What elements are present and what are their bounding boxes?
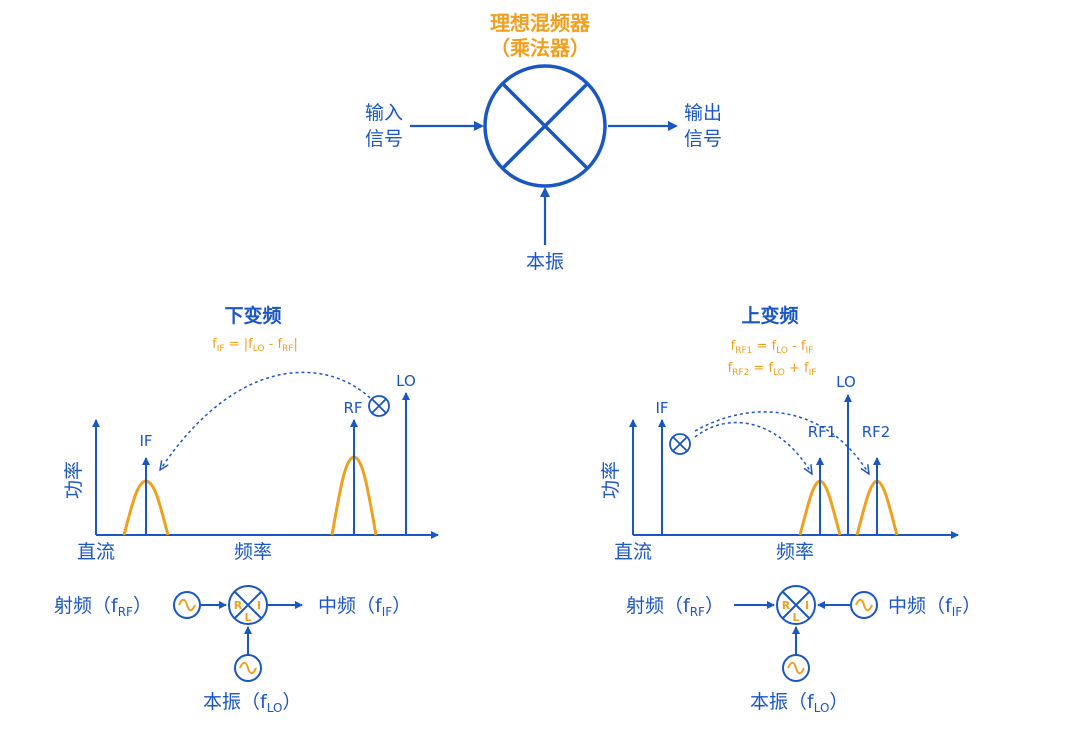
mixer-subtitle: （乘法器） (490, 36, 590, 60)
up-port-i: I (805, 599, 809, 612)
down-heading: 下变频 (224, 304, 281, 327)
down-if-port-label: 中频（fIF） (318, 595, 411, 619)
up-heading: 上变频 (741, 304, 798, 327)
multiplier-symbol (483, 64, 607, 188)
output-label-line2: 信号 (684, 128, 722, 150)
up-y-label: 功率 (600, 461, 622, 499)
up-shift-arrow-rf1 (694, 421, 812, 474)
down-rf-source-icon (173, 591, 201, 619)
down-y-label: 功率 (63, 461, 85, 499)
up-lo-source-icon (782, 654, 810, 682)
down-if-label: IF (139, 432, 152, 450)
up-port-r: R (782, 599, 791, 612)
mixer-title: 理想混频器 (490, 11, 591, 35)
down-port-l: L (244, 611, 251, 624)
down-x-label: 频率 (234, 541, 272, 563)
up-if-source-icon (850, 591, 878, 619)
down-port-i: I (257, 599, 261, 612)
down-lo-label: LO (396, 372, 416, 390)
down-shift-arrow (160, 371, 371, 470)
down-x-left-label: 直流 (77, 541, 115, 563)
up-x-left-label: 直流 (614, 541, 652, 563)
up-mixer-mini-icon (669, 433, 691, 455)
up-lo-label: LO (836, 373, 856, 391)
up-rf1-label: RF1 (808, 423, 837, 441)
down-mixer-mini-icon (368, 395, 390, 417)
up-block-diagram: R I L 射频（fRF） 中频（fIF） 本振（fLO） (626, 585, 981, 715)
up-rf2-label: RF2 (862, 423, 891, 441)
up-rf-port-label: 射频（fRF） (626, 595, 724, 619)
lo-label: 本振 (526, 251, 564, 273)
up-x-label: 频率 (776, 541, 814, 563)
up-conversion-section: 上变频 fRF1 = fLO - fIF fRF2 = fLO + fIF 功率… (600, 304, 981, 715)
down-block-diagram: R I L 射频（fRF） 中频（fIF） 本振（fLO） (54, 585, 411, 715)
up-shift-arrow-rf2 (694, 411, 869, 474)
ideal-mixer-section: 理想混频器 （乘法器） 输入 信号 输出 信号 本振 (365, 11, 722, 273)
down-rf-label: RF (343, 399, 362, 417)
up-if-label: IF (655, 399, 668, 417)
down-conversion-section: 下变频 fIF = |fLO - fRF| 功率 直流 频率 IF RF LO (54, 304, 439, 715)
output-label-line1: 输出 (684, 102, 722, 124)
up-port-l: L (792, 611, 799, 624)
down-lo-source-icon (234, 654, 262, 682)
up-if-port-label: 中频（fIF） (888, 595, 981, 619)
down-formula: fIF = |fLO - fRF| (212, 337, 298, 354)
input-label-line2: 信号 (365, 128, 403, 150)
up-formula-rf2: fRF2 = fLO + fIF (728, 361, 817, 378)
down-lo-port-label: 本振（fLO） (203, 691, 301, 715)
up-lo-port-label: 本振（fLO） (750, 691, 848, 715)
input-label-line1: 输入 (365, 102, 403, 124)
up-mixer-icon: R I L (776, 585, 816, 625)
down-port-r: R (234, 599, 243, 612)
down-mixer-icon: R I L (228, 585, 268, 625)
down-rf-port-label: 射频（fRF） (54, 595, 152, 619)
up-formula-rf1: fRF1 = fLO - fIF (731, 339, 814, 356)
